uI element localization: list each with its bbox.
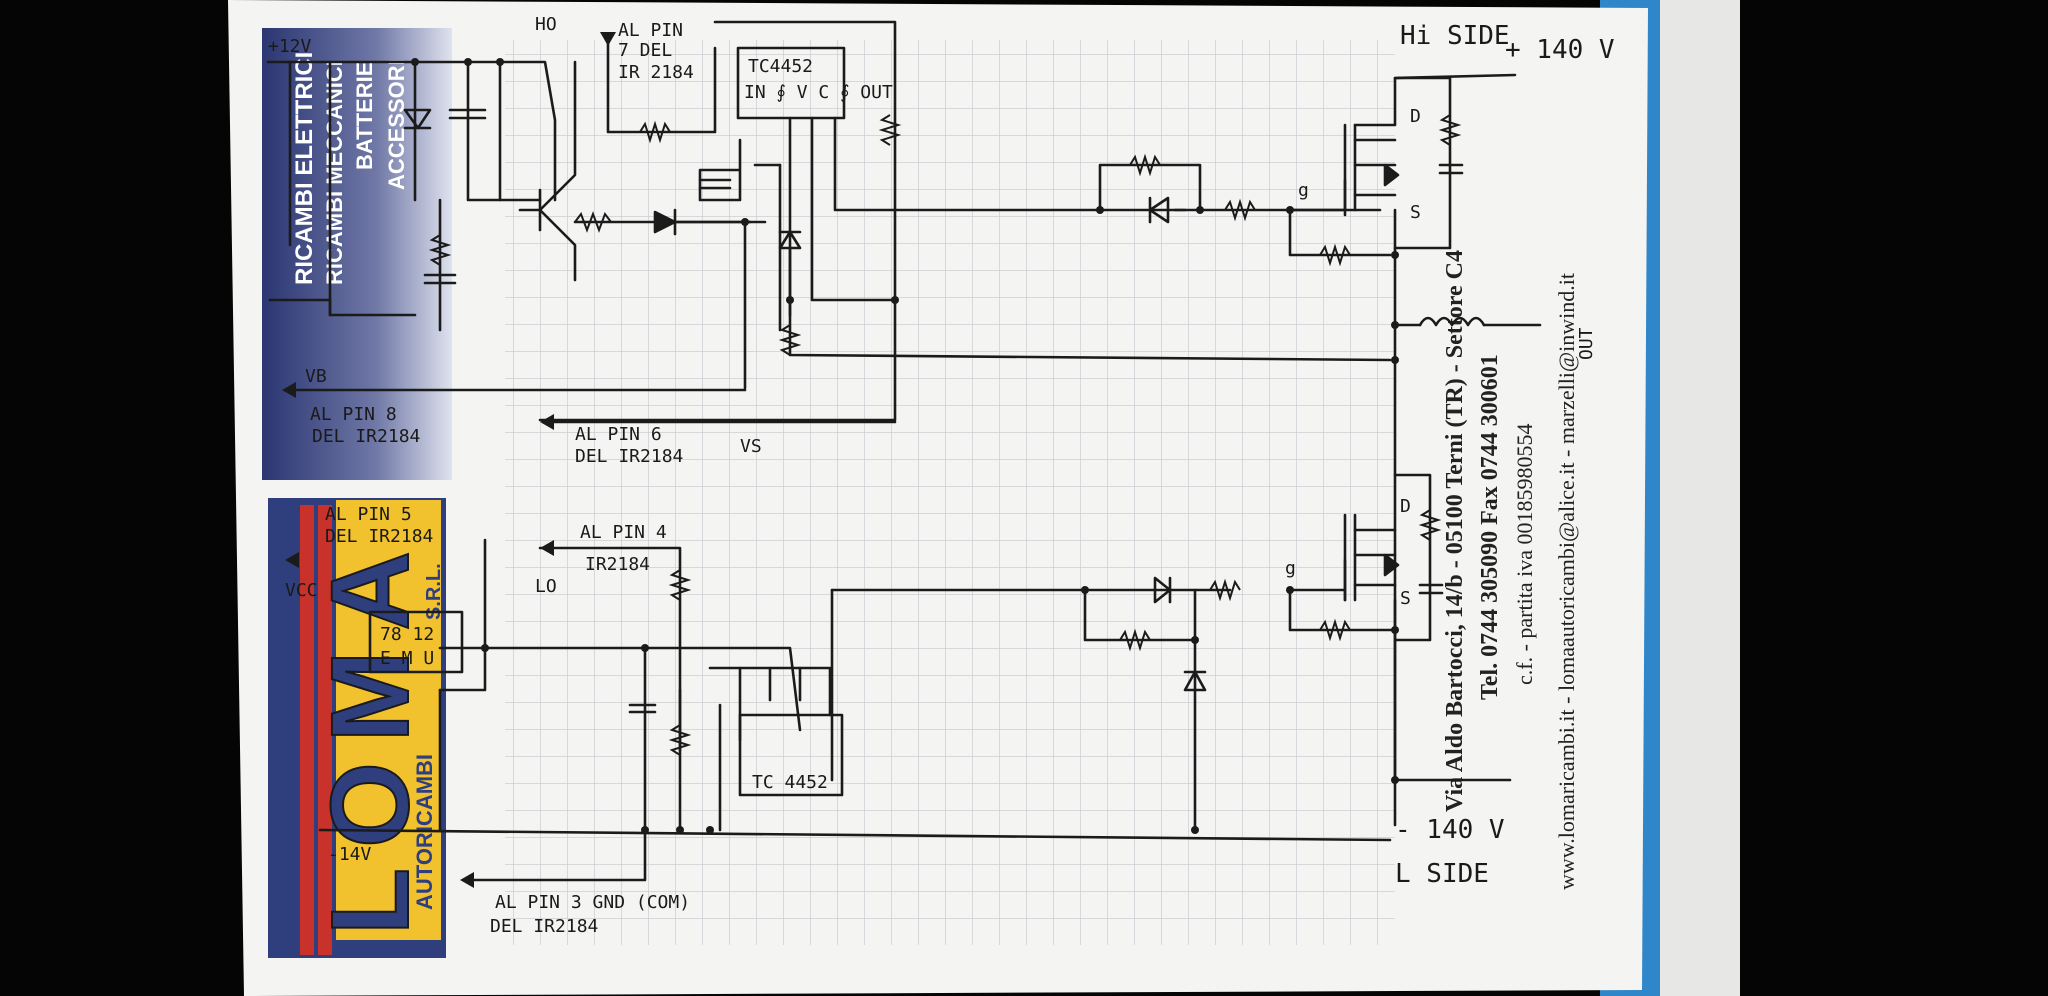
label-lo: LO: [535, 576, 557, 597]
capacitors: [423, 108, 1464, 714]
grid-area: [505, 40, 1395, 945]
loma-logo: LOMA S.R.L. AUTORICAMBI: [268, 498, 446, 958]
label-g-top: g: [1298, 180, 1309, 201]
label-pin3-2: DEL IR2184: [490, 916, 598, 937]
label-tc-bot: TC 4452: [752, 772, 828, 793]
banner-line-2: RICAMBI MECCANICI: [322, 60, 347, 285]
banner-line-1: RICAMBI ELETTRICI: [291, 52, 318, 285]
label-reg: 78 12: [380, 624, 434, 645]
label-al-pin7-del: 7 DEL: [618, 40, 672, 61]
label-hi-side: Hi SIDE: [1400, 21, 1510, 51]
label-pin3-1: AL PIN 3 GND (COM): [495, 892, 690, 913]
label-al-pin7-ir: IR 2184: [618, 62, 694, 83]
address-block: Via Aldo Bartocci, 14/b - 05100 Terni (T…: [1442, 250, 1579, 890]
label-pin8-2: DEL IR2184: [312, 426, 420, 447]
label-tc-top: TC4452: [748, 56, 813, 77]
label-vb: VB: [305, 366, 327, 387]
logo-letters: LOMA: [309, 531, 432, 935]
resistors: [428, 114, 1462, 756]
label-pin6-1: AL PIN 6: [575, 424, 662, 445]
address-line-2: Tel. 0744 305090 Fax 0744 300601: [1477, 354, 1503, 700]
banner-line-3: BATTERIE: [352, 62, 377, 170]
label-ho: HO: [535, 14, 557, 35]
label-minus140: - 140 V: [1395, 815, 1505, 845]
label-pin4-1: AL PIN 4: [580, 522, 667, 543]
label-vs: VS: [740, 436, 762, 457]
label-reg-pins: E M U: [380, 648, 434, 669]
label-d-top: D: [1410, 106, 1421, 127]
letterhead-banner: [262, 28, 452, 480]
logo-srl: S.R.L.: [423, 563, 445, 620]
address-line-1: Via Aldo Bartocci, 14/b - 05100 Terni (T…: [1442, 250, 1468, 812]
address-line-3: c.f. - partita iva 00185980554: [1512, 424, 1537, 686]
label-pin8-1: AL PIN 8: [310, 404, 397, 425]
semiconductors: [403, 108, 1400, 692]
label-al-pin7: AL PIN: [618, 20, 683, 41]
address-line-4: www.lomaricambi.it - lomaautoricambi@ali…: [1554, 273, 1579, 890]
label-plus140: + 140 V: [1505, 35, 1615, 65]
label-tc-top-pins: IN ∮ V C ∮ OUT: [744, 82, 893, 103]
label-vcc: VCC: [285, 580, 318, 601]
label-pin6-2: DEL IR2184: [575, 446, 683, 467]
banner-line-4: ACCESSORI: [384, 59, 409, 190]
junction-dots: [411, 58, 1399, 834]
label-s-bot: S: [1400, 588, 1411, 609]
white-binder: [1660, 0, 1740, 996]
label-pin5-1: AL PIN 5: [325, 504, 412, 525]
label-minus14v: -14V: [328, 844, 372, 865]
letterhead-text: RICAMBI ELETTRICI RICAMBI MECCANICI BATT…: [291, 52, 409, 285]
label-pin4-2: IR2184: [585, 554, 650, 575]
label-plus12v: +12V: [268, 36, 312, 57]
label-out: OUT: [1576, 327, 1597, 360]
label-s-top: S: [1410, 202, 1421, 223]
label-l-side: L SIDE: [1395, 859, 1489, 889]
label-d-bot: D: [1400, 496, 1411, 517]
handwritten-labels: +12V HO AL PIN 7 DEL IR 2184 TC4452 IN ∮…: [268, 14, 1615, 937]
label-pin5-2: DEL IR2184: [325, 526, 433, 547]
label-g-bot: g: [1285, 558, 1296, 579]
pin-arrows: [282, 32, 616, 888]
